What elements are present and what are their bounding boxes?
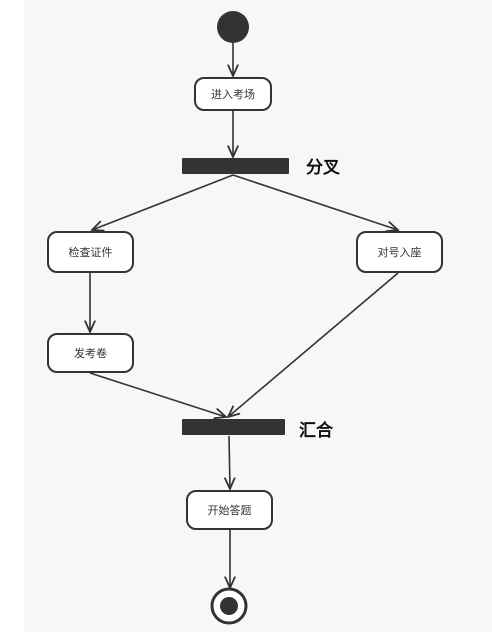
initial-node — [217, 11, 249, 43]
action-enter-exam-room: 进入考场 — [194, 77, 272, 111]
edge-seat-to-join — [228, 272, 399, 417]
edge-handout-to-join — [89, 372, 226, 417]
edge-fork-to-check — [92, 174, 234, 230]
edge-join-to-start — [229, 435, 230, 489]
fork-label: 分叉 — [306, 158, 340, 178]
action-label: 发考卷 — [74, 347, 107, 360]
edge-fork-to-seat — [232, 174, 398, 230]
action-label: 开始答题 — [207, 504, 252, 517]
join-bar — [182, 419, 285, 435]
fork-bar — [182, 158, 289, 174]
join-label: 汇合 — [299, 421, 333, 441]
action-start-answering: 开始答题 — [186, 490, 273, 530]
final-node-core — [220, 597, 238, 615]
action-label: 对号入座 — [377, 246, 422, 259]
action-check-id: 检查证件 — [47, 231, 134, 273]
action-take-seat: 对号入座 — [356, 231, 443, 273]
action-hand-out-papers: 发考卷 — [47, 333, 134, 373]
action-label: 检查证件 — [68, 246, 113, 259]
action-label: 进入考场 — [211, 88, 255, 101]
